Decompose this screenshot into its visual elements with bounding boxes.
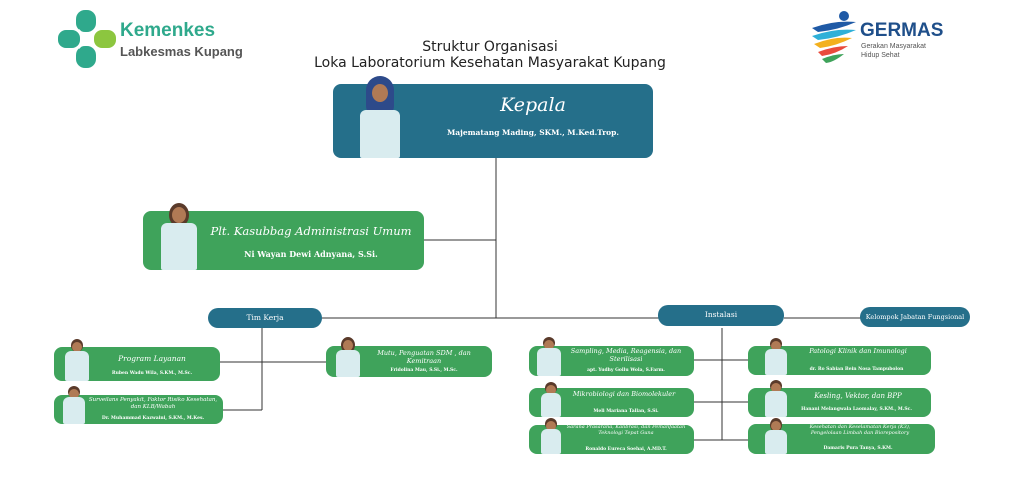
germas-logo-icon [812, 11, 856, 63]
kemenkes-logo-sub: Labkesmas Kupang [120, 44, 243, 59]
unit-role: Sampling, Media, Reagensia, dan Sterilis… [570, 347, 682, 363]
germas-logo-sub2: Hidup Sehat [861, 52, 900, 59]
unit-role: Kesling, Vektor, dan BPP [814, 392, 902, 400]
head-role: Kepala [500, 94, 566, 116]
kemenkes-logo: Kemenkes Labkesmas Kupang [58, 10, 248, 68]
unit-role: Patologi Klinik dan Imunologi [809, 347, 907, 355]
unit-photo [764, 338, 788, 375]
unit-role: Surveilans Penyakit, Faktor Risiko Keseh… [88, 397, 218, 410]
instalasi-pill: Instalasi [658, 305, 784, 326]
germas-logo: GERMAS Gerakan Masyarakat Hidup Sehat [808, 8, 958, 68]
unit-name: Meli Mariana Tallan, S.Si. [593, 409, 659, 414]
kemenkes-logo-icon [58, 10, 116, 68]
admin-role: Plt. Kasubbag Administrasi Umum [210, 224, 412, 238]
kemenkes-logo-name: Kemenkes [120, 20, 216, 41]
admin-name: Ni Wayan Dewi Adnyana, S.Si. [244, 249, 378, 259]
unit-photo [540, 382, 562, 417]
unit-name: Fridolina Mau, S.Si., M.Sc. [390, 368, 458, 373]
unit-photo [64, 339, 90, 381]
unit-role: Mutu, Penguatan SDM , dan Kemitraan [377, 349, 471, 365]
unit-name: apt. Yudhy Gollu Wola, S.Farm. [587, 368, 665, 373]
unit-role: Mikrobiologi dan Biomolekuler [572, 390, 676, 398]
unit-name: Dr. Muhammad Kazwaini, S.KM., M.Kes. [101, 416, 205, 421]
unit-name: Ruben Wadu Wila, S.KM., M.Sc. [111, 371, 193, 376]
page-title-line1: Struktur Organisasi [422, 39, 558, 55]
germas-logo-sub1: Gerakan Masyarakat [861, 43, 926, 50]
unit-photo [540, 418, 562, 454]
head-photo [356, 76, 404, 158]
unit-role: Kesehatan dan Keselamatan Kerja (K3), Pe… [809, 424, 911, 436]
unit-photo [764, 418, 788, 454]
unit-photo [764, 380, 788, 417]
admin-photo [159, 203, 199, 270]
head-name: Majematang Mading, SKM., M.Ked.Trop. [446, 128, 620, 137]
fungsional-pill: Kelompok Jabatan Fungsional [860, 307, 970, 327]
germas-logo-name: GERMAS [860, 20, 944, 41]
unit-name: Damaris Pura Tanya, S.KM. [823, 446, 893, 451]
unit-role: Program Layanan [118, 354, 186, 363]
unit-photo [62, 386, 86, 424]
page-title-line2: Loka Laboratorium Kesehatan Masyarakat K… [314, 55, 666, 71]
unit-name: Hanani Melangwala Laomalay, S.KM., M.Sc. [801, 407, 912, 412]
unit-role: Sarana Prasarana, Kalibrasi, dan Pemanfa… [566, 424, 686, 436]
tim-kerja-pill: Tim Kerja [208, 308, 322, 328]
unit-name: dr. Ro Sabian Bein Nosa Tampubolon [809, 367, 904, 372]
unit-photo [334, 337, 362, 377]
unit-photo [536, 337, 562, 376]
unit-name: Ronaldo Eureca Soehai, A.MD.T. [585, 447, 667, 452]
